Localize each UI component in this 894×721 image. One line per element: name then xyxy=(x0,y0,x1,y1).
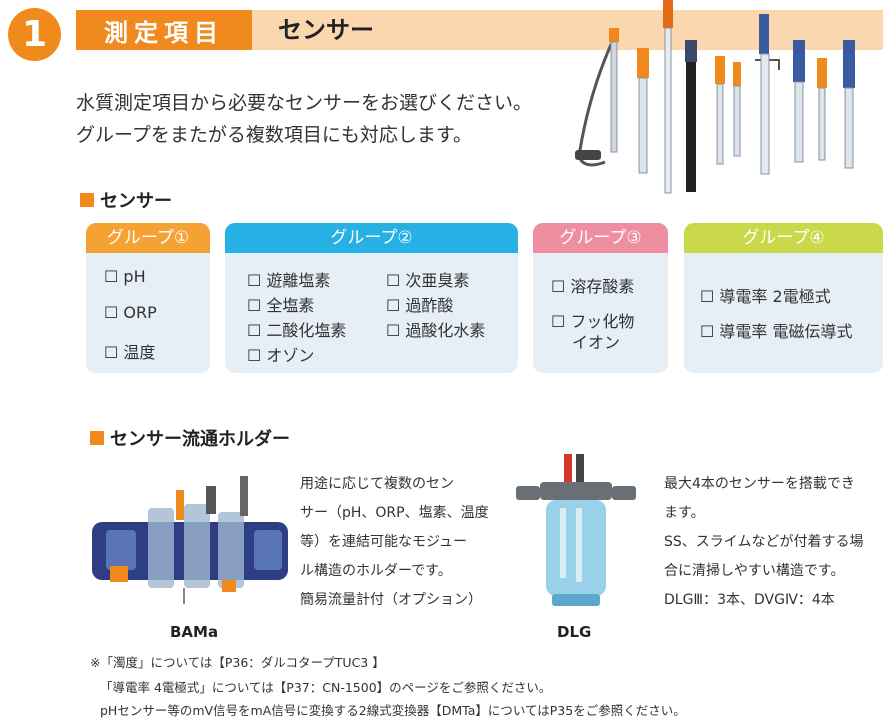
group-3-item-fluoride: ☐ フッ化物 xyxy=(551,312,635,331)
group-2-card: グループ② ☐ 遊離塩素 ☐ 全塩素 ☐ 二酸化塩素 ☐ オゾン ☐ 次亜臭素 … xyxy=(225,223,518,373)
header-tag: 測定項目 xyxy=(76,10,252,50)
sensor-section-label: センサー xyxy=(80,187,172,213)
group-2-item-chlorine-dioxide: ☐ 二酸化塩素 xyxy=(247,321,347,340)
group-2-item-free-chlorine: ☐ 遊離塩素 xyxy=(247,271,331,290)
group-1-title: グループ① xyxy=(86,223,210,253)
dlg-holder-image xyxy=(516,454,636,606)
group-4-card: グループ④ ☐ 導電率 2電極式 ☐ 導電率 電磁伝導式 xyxy=(684,223,883,373)
group-2-item-hydrogen-peroxide: ☐ 過酸化水素 xyxy=(386,321,486,340)
group-2-item-ozone: ☐ オゾン xyxy=(247,346,315,365)
group-1-item-orp: ☐ ORP xyxy=(104,303,157,322)
section-number-badge: 1 xyxy=(8,8,61,61)
orange-square-icon xyxy=(90,431,104,445)
sensor-probes-image xyxy=(575,0,855,194)
group-4-item-conductivity-2-electrode: ☐ 導電率 2電極式 xyxy=(700,287,831,306)
group-4-title: グループ④ xyxy=(684,223,883,253)
bama-description: 用途に応じて複数のセン サー（pH、ORP、塩素、温度 等）を連結可能なモジュー… xyxy=(300,476,489,608)
group-3-card: グループ③ ☐ 溶存酸素 ☐ フッ化物 イオン xyxy=(533,223,668,373)
group-4-item-conductivity-electromagnetic: ☐ 導電率 電磁伝導式 xyxy=(700,322,853,341)
group-3-item-dissolved-oxygen: ☐ 溶存酸素 xyxy=(551,277,635,296)
dlg-caption: DLG xyxy=(557,623,592,641)
intro-line-1: 水質測定項目から必要なセンサーをお選びください。 xyxy=(76,92,533,114)
footnote-3: pHセンサー等のmV信号をmA信号に変換する2線式変換器【DMTa】についてはP… xyxy=(100,703,686,718)
footnote-1: ※「濁度」については【P36：ダルコタープTUC3 】 xyxy=(90,655,385,670)
group-2-title: グループ② xyxy=(225,223,518,253)
group-2-item-total-chlorine: ☐ 全塩素 xyxy=(247,296,315,315)
dlg-description: 最大4本のセンサーを搭載でき ます。 SS、スライムなどが付着する場 合に清掃し… xyxy=(664,476,864,608)
group-3-item-fluoride-ion: イオン xyxy=(572,333,621,352)
intro-text: 水質測定項目から必要なセンサーをお選びください。 グループをまたがる複数項目にも… xyxy=(76,87,532,151)
bama-caption: BAMa xyxy=(170,623,219,641)
holder-section-label: センサー流通ホルダー xyxy=(90,425,290,451)
footnote-2: 「導電率 4電極式」については【P37：CN-1500】のページをご参照ください… xyxy=(100,680,552,695)
intro-line-2: グループをまたがる複数項目にも対応します。 xyxy=(76,124,472,146)
group-1-item-temp: ☐ 温度 xyxy=(104,343,156,362)
group-3-title: グループ③ xyxy=(533,223,668,253)
orange-square-icon xyxy=(80,193,94,207)
group-2-item-peracetic-acid: ☐ 過酢酸 xyxy=(386,296,454,315)
group-2-item-hypobromous: ☐ 次亜臭素 xyxy=(386,271,470,290)
bama-holder-image xyxy=(92,476,288,604)
group-1-item-ph: ☐ pH xyxy=(104,267,146,286)
page-title: センサー xyxy=(278,16,374,44)
group-1-card: グループ① ☐ pH ☐ ORP ☐ 温度 xyxy=(86,223,210,373)
